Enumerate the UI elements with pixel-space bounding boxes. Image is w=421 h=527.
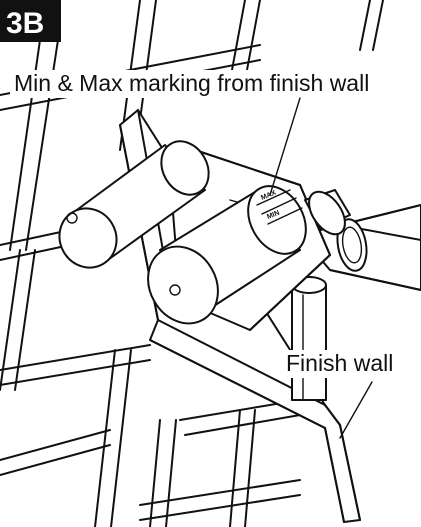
finish-wall-callout: Finish wall xyxy=(280,350,413,439)
min-marking: MIN xyxy=(266,210,281,221)
marking-callout: Min & Max marking from finish wall xyxy=(10,70,416,196)
step-badge-background xyxy=(0,0,61,42)
marking-callout-label: Min & Max marking from finish wall xyxy=(14,70,369,96)
finish-wall-leader-line xyxy=(339,381,373,439)
collar-fitting xyxy=(304,189,351,236)
finish-wall-callout-label: Finish wall xyxy=(286,350,393,376)
marking-leader-line xyxy=(269,97,301,196)
step-badge: 3B xyxy=(0,0,61,42)
rear-cylinder xyxy=(58,140,210,269)
step-badge-label: 3B xyxy=(6,7,44,40)
outlet-pipe xyxy=(291,276,327,401)
